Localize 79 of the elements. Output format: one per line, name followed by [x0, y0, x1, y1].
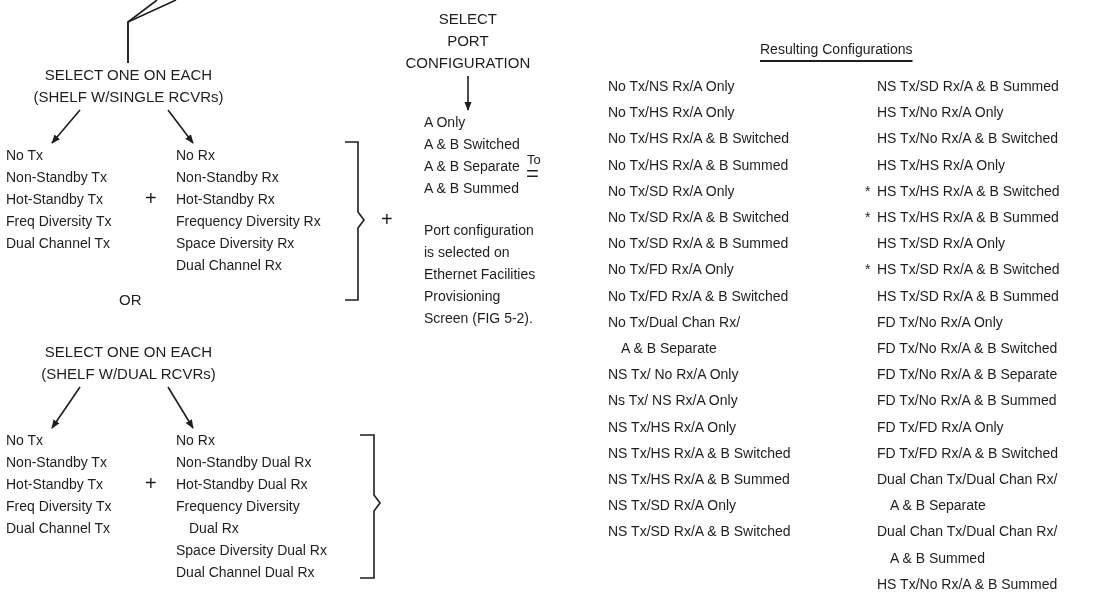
configuration-text: HS Tx/SD Rx/A Only: [877, 234, 1007, 254]
configuration-text: HS Tx/HS Rx/A & B Summed: [877, 208, 1060, 227]
configuration-text: No Tx/SD Rx/A Only: [608, 181, 736, 201]
configuration-text: FD Tx/No Rx/A & B Switched: [877, 339, 1059, 359]
configuration-text: HS Tx/No Rx/A & B Switched: [877, 129, 1060, 149]
plus-sign: +: [145, 187, 157, 209]
configuration-text: FD Tx/No Rx/A Only: [877, 312, 1004, 332]
option-text: No Rx: [176, 431, 216, 450]
arrow: [51, 109, 81, 144]
option-text: Frequency Diversity Dual Rx: [176, 497, 301, 538]
option-text: Hot-Standby Rx: [176, 190, 276, 209]
configuration-text: Dual Chan Tx/Dual Chan Rx/ A & B Summed: [877, 522, 1059, 568]
configuration-text: NS Tx/SD Rx/A & B Switched: [608, 522, 791, 542]
heading-text: SELECT PORT CONFIGURATION: [405, 8, 531, 74]
configuration-text: Dual Chan Tx/Dual Chan Rx/ A & B Separate: [877, 470, 1059, 516]
arrow: [464, 75, 472, 111]
option-text: A Only: [424, 113, 467, 132]
configuration-text: No Tx/SD Rx/A & B Switched: [608, 208, 791, 227]
arrow: [167, 109, 194, 144]
option-text: A & B Switched: [424, 135, 520, 154]
option-text: Non-Standby Rx: [176, 168, 280, 187]
text-label: OR: [119, 290, 142, 310]
configuration-text: NS Tx/ No Rx/A Only: [608, 365, 740, 385]
option-text: Dual Channel Tx: [6, 234, 112, 253]
plus-sign: +: [381, 208, 393, 230]
configuration-text: HS Tx/HS Rx/A & B Switched: [877, 181, 1061, 201]
configuration-text: FD Tx/FD Rx/A & B Switched: [877, 443, 1059, 463]
option-text: No Tx: [6, 431, 45, 450]
option-text: Freq Diversity Tx: [6, 497, 112, 516]
section-heading: Resulting Configurations: [760, 40, 913, 59]
configuration-text: NS Tx/HS Rx/A & B Switched: [608, 443, 791, 463]
option-text: Frequency Diversity Rx: [176, 212, 321, 231]
heading-text: SELECT ONE ON EACH (SHELF W/DUAL RCVRs): [26, 341, 231, 385]
configuration-text: No Tx/NS Rx/A Only: [608, 77, 736, 96]
configuration-text: No Tx/FD Rx/A & B Switched: [608, 286, 790, 306]
configuration-text: HS Tx/HS Rx/A Only: [877, 155, 1007, 175]
configuration-text: FD Tx/FD Rx/A Only: [877, 417, 1005, 437]
option-text: Dual Channel Rx: [176, 256, 283, 275]
option-text: Freq Diversity Tx: [6, 212, 112, 231]
option-text: No Rx: [176, 146, 216, 165]
option-text: No Tx: [6, 146, 45, 165]
configuration-text: NS Tx/HS Rx/A Only: [608, 417, 738, 437]
configuration-text: FD Tx/No Rx/A & B Separate: [877, 365, 1059, 385]
configuration-text: No Tx/HS Rx/A Only: [608, 103, 736, 123]
option-text: Space Diversity Rx: [176, 234, 296, 253]
configuration-text: No Tx/HS Rx/A & B Summed: [608, 155, 790, 175]
option-text: Dual Channel Dual Rx: [176, 563, 316, 582]
option-text: Space Diversity Dual Rx: [176, 541, 327, 560]
configuration-text: No Tx/SD Rx/A & B Summed: [608, 234, 790, 254]
asterisk-mark: *: [865, 208, 871, 227]
configuration-text: HS Tx/SD Rx/A & B Switched: [877, 260, 1061, 280]
option-text: Hot-Standby Dual Rx: [176, 475, 309, 494]
option-text: Hot-Standby Tx: [6, 190, 104, 209]
option-text: A & B Summed: [424, 179, 520, 198]
option-text: A & B Separate: [424, 157, 520, 176]
configuration-text: Ns Tx/ NS Rx/A Only: [608, 391, 739, 411]
option-text: Hot-Standby Tx: [6, 475, 104, 494]
option-text: Dual Channel Tx: [6, 519, 112, 538]
asterisk-mark: *: [865, 260, 871, 280]
note-text: Port configuration is selected on Ethernet Facilities Provisioning Screen (FIG 5-2).: [424, 221, 537, 328]
arrow: [51, 386, 81, 429]
configuration-text: HS Tx/No Rx/A Only: [877, 103, 1005, 123]
configuration-text: HS Tx/No Rx/A & B Summed: [877, 574, 1059, 594]
configuration-text: No Tx/FD Rx/A Only: [608, 260, 735, 280]
option-text: Non-Standby Tx: [6, 453, 108, 472]
heading-text: SELECT ONE ON EACH (SHELF W/SINGLE RCVRs): [26, 64, 231, 108]
option-text: Non-Standby Dual Rx: [176, 453, 313, 472]
connector-line: [127, 0, 177, 64]
configuration-text: NS Tx/HS Rx/A & B Summed: [608, 470, 791, 490]
configuration-text: FD Tx/No Rx/A & B Summed: [877, 391, 1058, 411]
arrow: [167, 386, 194, 429]
configuration-text: NS Tx/SD Rx/A Only: [608, 496, 738, 516]
configuration-text: HS Tx/SD Rx/A & B Summed: [877, 286, 1060, 306]
configuration-text: No Tx/Dual Chan Rx/ A & B Separate: [608, 312, 741, 359]
configuration-text: No Tx/HS Rx/A & B Switched: [608, 129, 791, 149]
configuration-text: NS Tx/SD Rx/A & B Summed: [877, 77, 1060, 96]
asterisk-mark: *: [865, 181, 871, 201]
plus-sign: +: [145, 472, 157, 494]
option-text: Non-Standby Tx: [6, 168, 108, 187]
